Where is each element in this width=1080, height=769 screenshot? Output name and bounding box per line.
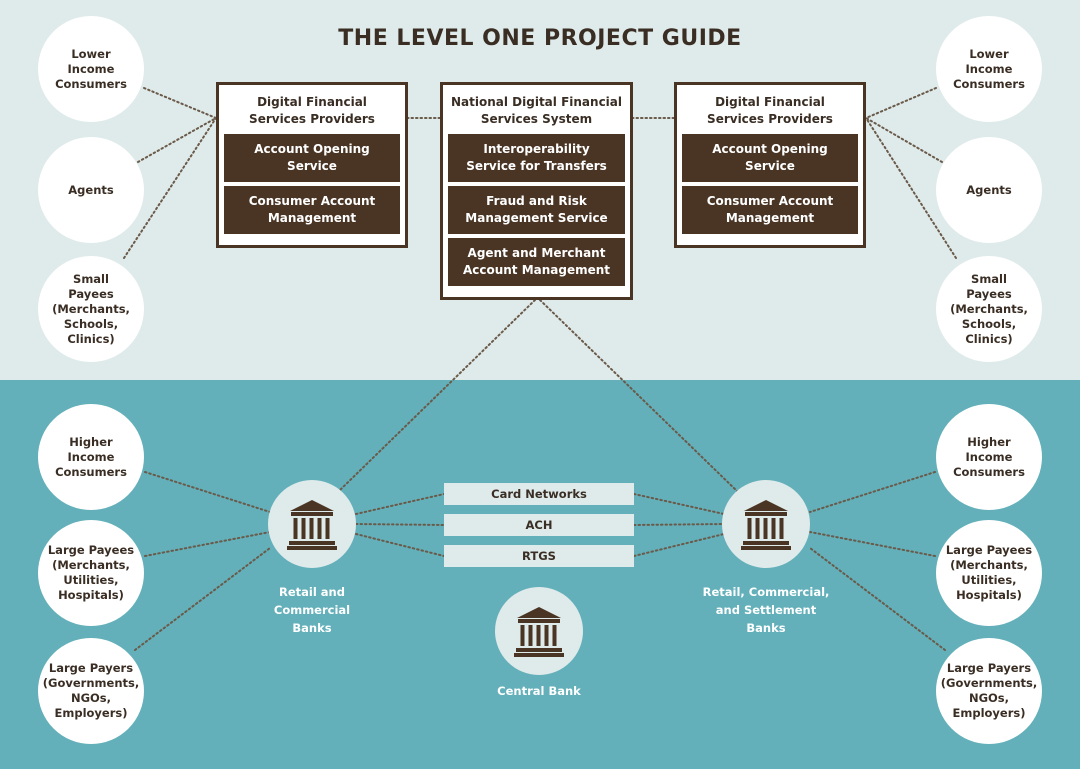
panel-right-provider: Digital Financial Services Providers Acc… (674, 82, 866, 248)
tile-consumer-account-right: Consumer Account Management (682, 186, 858, 234)
connector-bl-1 (144, 471, 271, 513)
connector-lbank-card (355, 493, 445, 515)
rail-card-networks: Card Networks (444, 483, 634, 505)
rail-ach: ACH (444, 514, 634, 536)
circle-label: Lower Income Consumers (953, 46, 1025, 91)
circle-label: Agents (966, 182, 1012, 197)
tile-interoperability: Interoperability Service for Transfers (448, 134, 625, 182)
connector-national-left-bank (339, 299, 536, 491)
panel-title: Digital Financial Services Providers (707, 95, 833, 126)
bank-building-icon (514, 607, 564, 657)
connector-br-1 (809, 471, 936, 513)
tile-consumer-account-left: Consumer Account Management (224, 186, 400, 234)
connector-bl-2 (144, 531, 271, 557)
connector-ach-rbank (633, 523, 725, 526)
connector-rtgs-rbank (633, 533, 725, 557)
connector-lbank-ach (355, 523, 445, 526)
page-title: THE LEVEL ONE PROJECT GUIDE (338, 26, 742, 51)
circle-small-payees-right: Small Payees (Merchants, Schools, Clinic… (936, 256, 1042, 362)
tile-account-opening-left: Account Opening Service (224, 134, 400, 182)
connector-tr-3 (865, 117, 957, 259)
circle-label: Lower Income Consumers (55, 46, 127, 91)
circle-lower-income-left: Lower Income Consumers (38, 16, 144, 122)
connector-bl-3 (134, 547, 271, 651)
circle-label: Large Payees (Merchants, Utilities, Hosp… (47, 543, 135, 602)
circle-label: Higher Income Consumers (953, 434, 1025, 479)
connector-lbank-rtgs (355, 533, 445, 557)
connector-br-3 (809, 547, 946, 651)
bank-central-label: Central Bank (497, 684, 581, 698)
connector-br-2 (809, 531, 936, 557)
bank-left-label: Retail and Commercial Banks (273, 585, 351, 635)
bank-central (495, 587, 583, 675)
circle-label: Small Payees (Merchants, Schools, Clinic… (950, 271, 1028, 346)
circle-label: Small Payees (Merchants, Schools, Clinic… (52, 271, 130, 346)
connector-tl-3 (123, 117, 217, 259)
bank-building-icon (741, 500, 791, 550)
circle-large-payers-right: Large Payers (Governments, NGOs, Employe… (936, 638, 1042, 744)
bank-right-label: Retail, Commercial, and Settlement Banks (702, 585, 830, 635)
circle-higher-income-left: Higher Income Consumers (38, 404, 144, 510)
connector-national-right-bank (539, 299, 739, 493)
circle-large-payees-left: Large Payees (Merchants, Utilities, Hosp… (38, 520, 144, 626)
connector-tr-1 (865, 87, 937, 119)
circle-agents-left: Agents (38, 137, 144, 243)
circle-label: Large Payers (Governments, NGOs, Employe… (940, 661, 1038, 720)
tile-agent-merchant: Agent and Merchant Account Management (448, 238, 625, 286)
tile-fraud-risk: Fraud and Risk Management Service (448, 186, 625, 234)
circle-higher-income-right: Higher Income Consumers (936, 404, 1042, 510)
circle-lower-income-right: Lower Income Consumers (936, 16, 1042, 122)
circle-label: Large Payers (Governments, NGOs, Employe… (42, 661, 140, 720)
connector-card-rbank (633, 493, 725, 515)
circle-small-payees-left: Small Payees (Merchants, Schools, Clinic… (38, 256, 144, 362)
bank-building-icon (287, 500, 337, 550)
circle-agents-right: Agents (936, 137, 1042, 243)
rail-rtgs: RTGS (444, 545, 634, 567)
circle-label: Large Payees (Merchants, Utilities, Hosp… (945, 543, 1033, 602)
panel-left-provider: Digital Financial Services Providers Acc… (216, 82, 408, 248)
circle-large-payees-right: Large Payees (Merchants, Utilities, Hosp… (936, 520, 1042, 626)
connector-tl-1 (143, 87, 217, 119)
connector-tr-2 (865, 117, 943, 163)
connector-tl-2 (137, 117, 217, 163)
bank-left (268, 480, 356, 568)
panel-national-system: National Digital Financial Services Syst… (440, 82, 633, 300)
circle-label: Higher Income Consumers (55, 434, 127, 479)
bank-right (722, 480, 810, 568)
bottom-band (0, 380, 1080, 769)
panel-title: National Digital Financial Services Syst… (451, 95, 622, 126)
circle-large-payers-left: Large Payers (Governments, NGOs, Employe… (38, 638, 144, 744)
panel-title: Digital Financial Services Providers (249, 95, 375, 126)
circle-label: Agents (68, 182, 114, 197)
tile-account-opening-right: Account Opening Service (682, 134, 858, 182)
